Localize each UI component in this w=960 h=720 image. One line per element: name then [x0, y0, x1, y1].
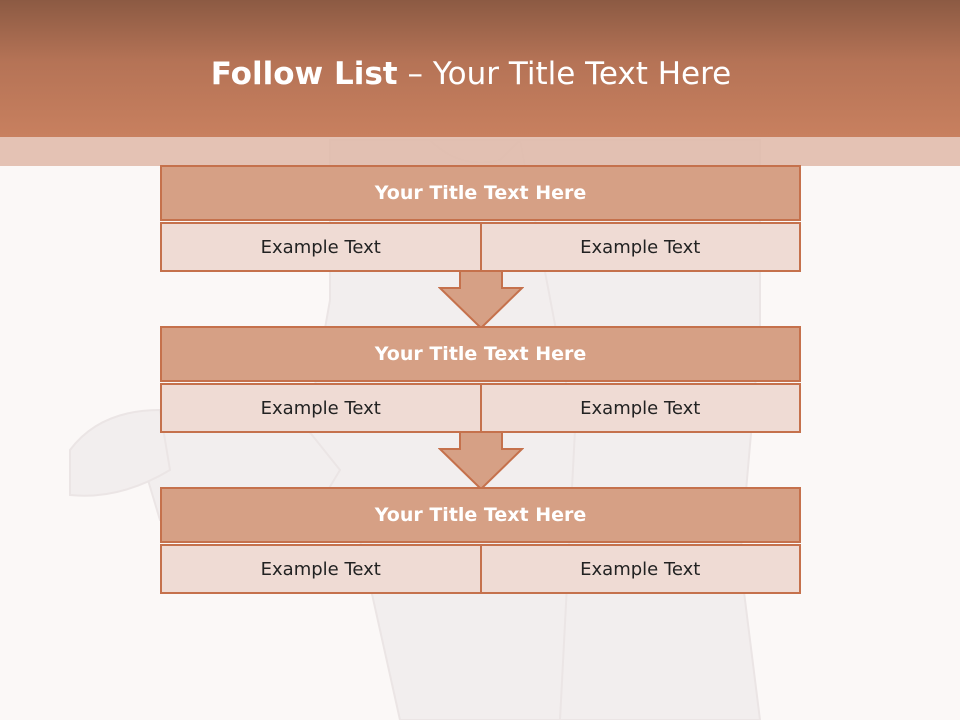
- title-bold: Follow List: [210, 56, 398, 92]
- block-title: Your Title Text Here: [160, 165, 801, 221]
- block-cell-left: Example Text: [260, 236, 381, 258]
- block-cell-right: Example Text: [479, 385, 800, 431]
- follow-block-1: Your Title Text Here Example Text Exampl…: [160, 165, 801, 272]
- title-rest: – Your Title Text Here: [397, 56, 732, 92]
- header-strip: [0, 137, 960, 166]
- header-band: [0, 0, 960, 137]
- follow-block-3: Your Title Text Here Example Text Exampl…: [160, 487, 801, 594]
- follow-block-2: Your Title Text Here Example Text Exampl…: [160, 326, 801, 433]
- block-cell-right: Example Text: [479, 546, 800, 592]
- block-row: Example Text Example Text: [160, 544, 801, 594]
- block-row: Example Text Example Text: [160, 222, 801, 272]
- block-cell-left: Example Text: [260, 558, 381, 580]
- slide-title: Follow List – Your Title Text Here: [0, 52, 942, 96]
- down-arrow-icon: [438, 431, 524, 491]
- block-cell-left: Example Text: [260, 397, 381, 419]
- block-title: Your Title Text Here: [160, 326, 801, 382]
- block-row: Example Text Example Text: [160, 383, 801, 433]
- block-title: Your Title Text Here: [160, 487, 801, 543]
- block-cell-right: Example Text: [479, 224, 800, 270]
- down-arrow-icon: [438, 270, 524, 330]
